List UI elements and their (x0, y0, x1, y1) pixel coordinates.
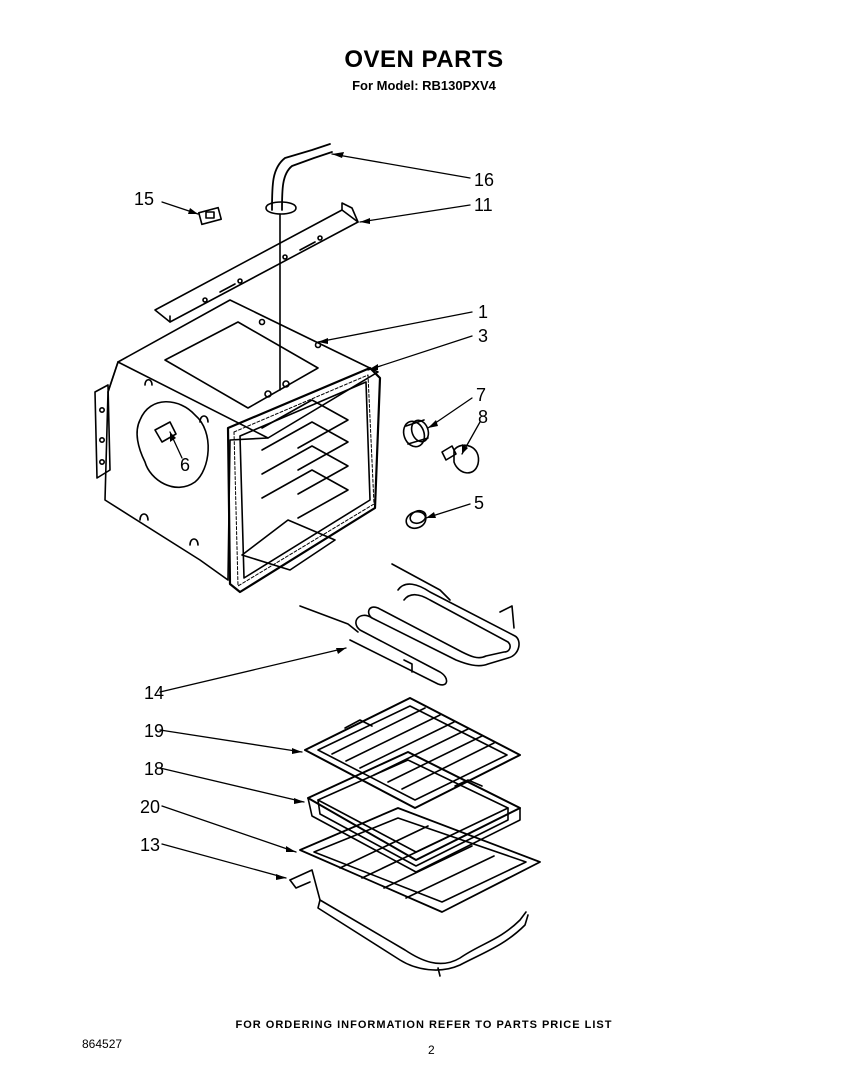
callout-11: 11 (474, 195, 493, 215)
part-7-lamp-socket (402, 419, 430, 448)
callout-13: 13 (140, 835, 161, 855)
callout-14: 14 (144, 683, 165, 703)
leader-lines (159, 153, 481, 879)
part-3-front-frame (226, 366, 382, 594)
part-16-tube (265, 143, 333, 391)
callout-15: 15 (134, 189, 155, 209)
part-20-oven-rack (299, 807, 541, 913)
callout-16: 16 (474, 170, 495, 190)
part-13-bottom-panel (289, 869, 529, 977)
callout-20: 20 (140, 797, 161, 817)
page-number: 2 (428, 1043, 435, 1057)
callout-8: 8 (478, 407, 489, 427)
callout-19: 19 (144, 721, 165, 741)
part-1-oven-cavity (94, 299, 379, 581)
page-title: OVEN PARTS (344, 46, 504, 73)
arrowheads (170, 152, 468, 880)
callout-5: 5 (474, 493, 485, 513)
part-6-plate (136, 401, 209, 488)
part-14-bake-element (299, 563, 520, 686)
callout-18: 18 (144, 759, 165, 779)
part-19-broil-grid (304, 697, 521, 809)
part-11-bracket (154, 202, 359, 323)
ordering-note: FOR ORDERING INFORMATION REFER TO PARTS … (235, 1019, 613, 1031)
model-subtitle: For Model: RB130PXV4 (352, 78, 496, 93)
part-8-lamp-bulb (441, 444, 480, 474)
callout-1: 1 (478, 302, 489, 322)
callout-7: 7 (476, 385, 487, 405)
part-5-plug (405, 509, 427, 530)
callout-3: 3 (478, 326, 489, 346)
part-15-clip (197, 206, 223, 226)
document-id: 864527 (82, 1037, 123, 1051)
callout-6: 6 (180, 455, 191, 475)
